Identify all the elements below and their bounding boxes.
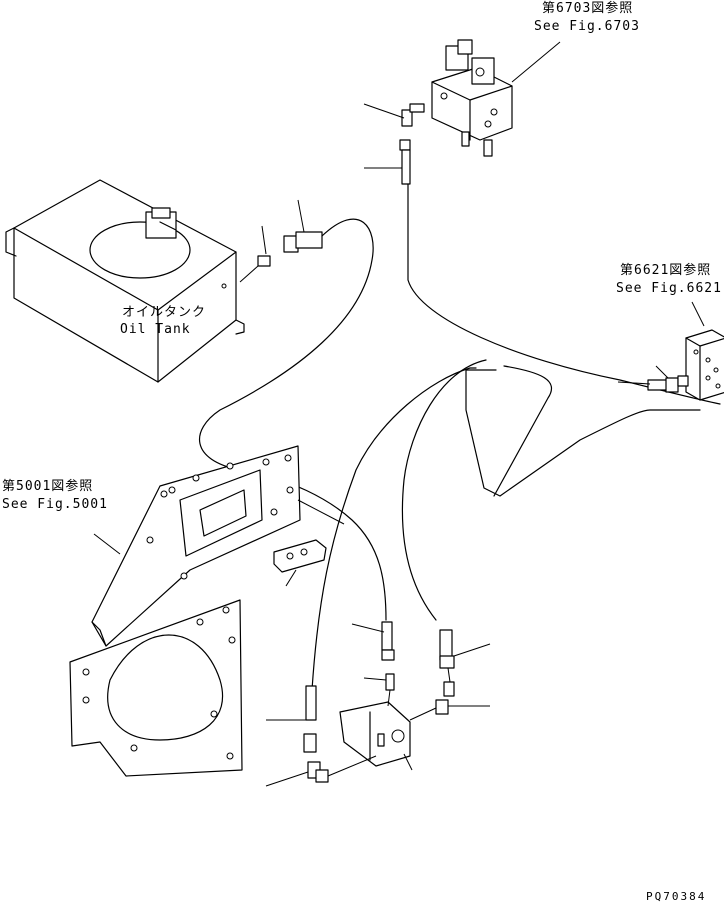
tank-label-en: Oil Tank bbox=[120, 322, 191, 337]
mount-plate bbox=[69, 599, 243, 777]
leader-hose-c bbox=[453, 643, 491, 657]
ref-5001-en: See Fig.5001 bbox=[2, 497, 108, 512]
leader-5001 bbox=[93, 533, 121, 555]
motor-pipe-c bbox=[409, 707, 437, 721]
drawing-code: PQ70384 bbox=[646, 890, 706, 903]
leader-tank-fitting bbox=[261, 225, 267, 255]
leader-fitting-right bbox=[655, 365, 669, 379]
junction-block bbox=[685, 329, 724, 401]
leader-elbow-b bbox=[265, 771, 309, 787]
hose-fitting-top bbox=[399, 139, 411, 185]
motor-pipe-b bbox=[327, 755, 377, 777]
tank-label-jp: オイルタンク bbox=[122, 305, 206, 320]
cover-plate bbox=[91, 445, 301, 647]
motor-hose-fittings bbox=[303, 621, 455, 783]
hydraulic-motor bbox=[339, 701, 411, 767]
ref-6703-en: See Fig.6703 bbox=[534, 19, 640, 34]
leader-6621 bbox=[691, 301, 705, 327]
ref-6703-jp: 第6703図参照 bbox=[542, 0, 633, 16]
leader-elbow-top bbox=[363, 103, 405, 119]
leader-hose-right bbox=[617, 381, 651, 385]
leader-6703 bbox=[511, 41, 561, 83]
hose-clamp bbox=[273, 539, 327, 573]
control-valve bbox=[431, 39, 513, 157]
tank-connector bbox=[257, 231, 323, 267]
elbow-fitting-top bbox=[401, 103, 425, 127]
ref-5001-jp: 第5001図参照 bbox=[2, 478, 93, 494]
leader-fitting-a bbox=[363, 677, 387, 681]
motor-pipe-a bbox=[387, 689, 391, 707]
hose-end-right bbox=[647, 375, 689, 393]
ref-6621-en: See Fig.6621 bbox=[616, 281, 722, 296]
leader-hose-a bbox=[351, 623, 385, 633]
ref-6621-jp: 第6621図参照 bbox=[620, 262, 711, 278]
leader-tank-hose bbox=[297, 199, 305, 233]
pipe-c-link bbox=[447, 667, 451, 683]
leader-motor bbox=[403, 753, 413, 771]
clamp-pipe bbox=[297, 499, 345, 525]
leader-clamp bbox=[285, 569, 297, 587]
tank-pipe bbox=[239, 265, 259, 283]
hydraulic-hoses bbox=[198, 183, 721, 691]
oil-tank bbox=[5, 179, 245, 383]
